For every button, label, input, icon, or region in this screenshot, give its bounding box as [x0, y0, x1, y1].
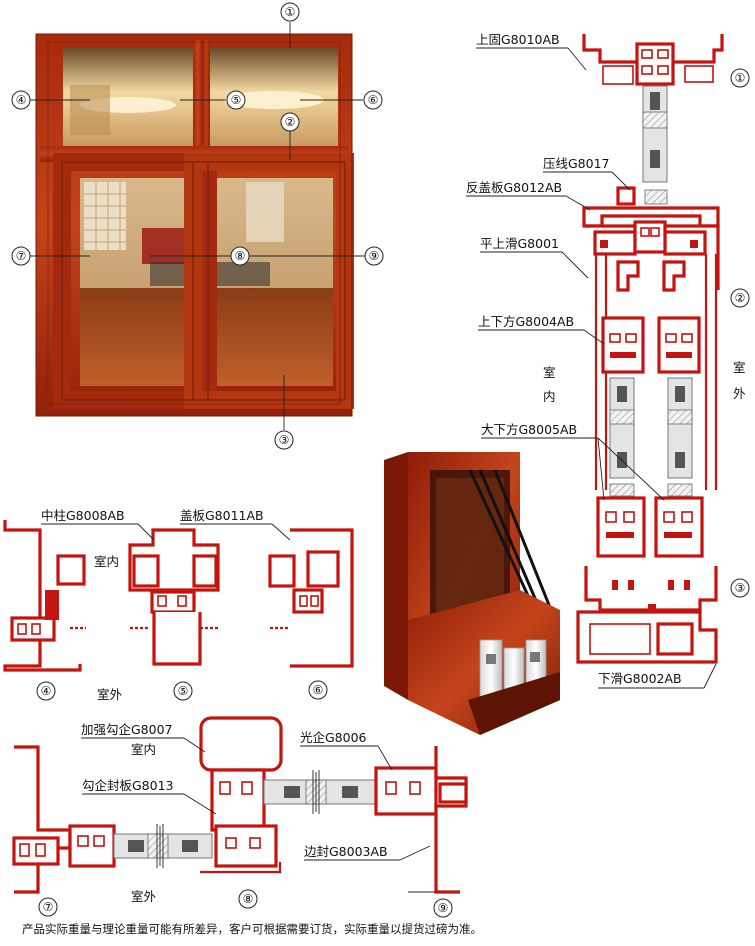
section-789: [12, 716, 468, 894]
svg-text:②: ②: [285, 115, 296, 129]
reinforced-hook-profile: [199, 716, 283, 772]
label-cover-plate: 盖板G8011AB: [180, 508, 264, 523]
svg-text:⑤: ⑤: [178, 684, 189, 698]
label-reverse-cover: 反盖板G8012AB: [466, 180, 562, 195]
callout-2-section: [730, 288, 750, 308]
edge-seal-profile: [434, 746, 468, 894]
label-hook-seal: 勾企封板G8013: [82, 778, 174, 793]
window-photo: [35, 33, 354, 417]
callout-4-window: [11, 90, 31, 110]
callout-7-window: [11, 246, 31, 266]
label-upper-lower: 上下方G8004AB: [478, 314, 574, 329]
indoor-label-456: 室内: [94, 554, 119, 569]
label-big-lower: 大下方G8005AB: [481, 422, 577, 437]
callout-4-section: [36, 681, 56, 701]
label-bottom-slide: 下滑G8002AB: [598, 671, 682, 686]
indoor-vertical-1: 室: [543, 365, 556, 380]
label-pressing-line: 压线G8017: [543, 156, 610, 171]
callout-1-section: [730, 68, 750, 88]
svg-text:⑤: ⑤: [231, 93, 242, 107]
svg-text:⑨: ⑨: [438, 901, 449, 915]
label-top-fixed: 上固G8010AB: [476, 32, 560, 47]
label-plain-stile: 光企G8006: [300, 730, 367, 745]
svg-text:⑥: ⑥: [368, 93, 379, 107]
svg-text:⑥: ⑥: [313, 683, 324, 697]
outdoor-label-456: 室外: [97, 687, 123, 702]
callout-5-window: [226, 90, 246, 110]
svg-text:②: ②: [735, 291, 746, 305]
footer-note: 产品实际重量与理论重量可能有所差异，客户可根据需要订货，实际重量以提货过磅为准。: [22, 922, 482, 936]
label-reinforced-hook: 加强勾企G8007: [81, 722, 173, 737]
label-center-post: 中柱G8008AB: [41, 508, 125, 523]
upper-lower-profile-right: [657, 316, 701, 374]
section-789-labels: 加强勾企G8007 室内 光企G8006 勾企封板G8013 边封G8003AB…: [38, 722, 453, 918]
outdoor-vertical-1: 室: [733, 360, 746, 375]
svg-text:③: ③: [735, 581, 746, 595]
callout-9-section: [433, 898, 453, 918]
callout-6-window: [363, 90, 383, 110]
svg-text:①: ①: [285, 5, 296, 19]
svg-text:⑨: ⑨: [369, 249, 380, 263]
bottom-slide-profile: [584, 566, 718, 612]
callout-2-window: [280, 112, 300, 132]
svg-text:⑦: ⑦: [43, 900, 54, 914]
big-lower-profile-right: [654, 496, 704, 558]
svg-text:④: ④: [16, 93, 27, 107]
svg-text:⑧: ⑧: [235, 249, 246, 263]
hook-seal-profile: [214, 824, 278, 868]
big-lower-profile-left: [596, 496, 646, 558]
outdoor-vertical-2: 外: [733, 386, 746, 401]
plain-stile-profile: [374, 766, 438, 816]
callout-9-window: [364, 246, 384, 266]
svg-text:⑧: ⑧: [243, 892, 254, 906]
section-5: ⑤: [128, 528, 220, 701]
callout-5-section: [173, 681, 193, 701]
callout-8-section: [238, 889, 258, 909]
callout-3-section: [730, 578, 750, 598]
svg-text:③: ③: [279, 433, 290, 447]
section-456-labels: 中柱G8008AB 盖板G8011AB 室内 室外: [41, 508, 291, 702]
window-callouts: ① ④ ⑤ ⑥ ② ⑦ ⑧ ⑨ ③: [11, 2, 384, 450]
indoor-vertical-2: 内: [543, 389, 556, 404]
vertical-section: [576, 34, 724, 664]
upper-lower-profile-left: [601, 316, 645, 374]
label-edge-seal: 边封G8003AB: [304, 844, 388, 859]
svg-text:④: ④: [41, 684, 52, 698]
svg-text:①: ①: [735, 71, 746, 85]
pressing-line-profile: [616, 186, 636, 206]
callout-1-top: [280, 2, 300, 22]
section-4: ④: [3, 520, 86, 701]
outdoor-label-789: 室外: [131, 889, 157, 904]
callout-7-section: [38, 897, 58, 917]
top-mullion: [193, 40, 210, 152]
callout-6-section: [308, 680, 328, 700]
label-flat-top-slide: 平上滑G8001: [480, 236, 559, 251]
section-6: ⑥: [268, 528, 354, 700]
section-labels: 上固G8010AB ① 压线G8017 反盖板G8012AB 平上滑G8001 …: [466, 32, 750, 689]
svg-text:⑦: ⑦: [16, 249, 27, 263]
indoor-label-789: 室内: [131, 742, 156, 757]
callout-3-window: [274, 430, 294, 450]
corner-section-3d: [384, 452, 560, 735]
